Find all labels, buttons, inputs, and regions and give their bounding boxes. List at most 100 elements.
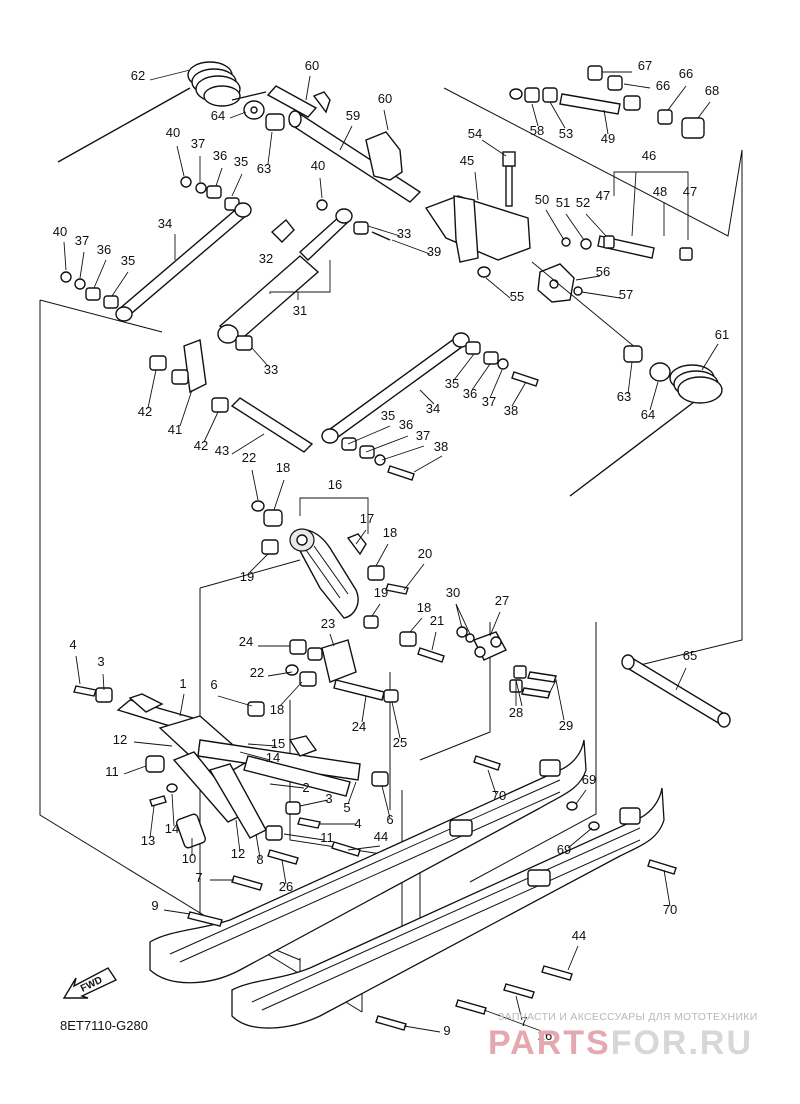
callout-c33b: 33: [264, 362, 278, 377]
callout-c34a: 34: [158, 216, 172, 231]
callout-c21: 21: [430, 613, 444, 628]
torsion-spring-61: [569, 345, 723, 497]
right-slide-rail: [231, 787, 665, 1029]
callout-c36a: 36: [213, 148, 227, 163]
upper-right-shaft-49: [509, 65, 705, 261]
callout-c1: 1: [179, 676, 186, 691]
callout-c9b: 9: [443, 1023, 450, 1038]
callout-c59: 59: [346, 108, 360, 123]
callout-c28: 28: [509, 705, 523, 720]
callout-c37c: 37: [482, 394, 496, 409]
callout-c23: 23: [321, 616, 335, 631]
callout-c44a: 44: [374, 829, 388, 844]
callout-c55: 55: [510, 289, 524, 304]
callout-c48: 48: [653, 184, 667, 199]
callout-c22a: 22: [242, 450, 256, 465]
callout-c57: 57: [619, 287, 633, 302]
callout-c62: 62: [131, 68, 145, 83]
callout-c45: 45: [460, 153, 474, 168]
callout-c26a: 26: [279, 879, 293, 894]
callout-c12b: 12: [231, 846, 245, 861]
callout-c52: 52: [576, 195, 590, 210]
callout-c32: 32: [259, 251, 273, 266]
callout-c24a: 24: [239, 634, 253, 649]
callout-c9a: 9: [151, 898, 158, 913]
callout-c36b: 36: [97, 242, 111, 257]
callout-c35a: 35: [234, 154, 248, 169]
callout-c25: 25: [393, 735, 407, 750]
callout-c70b: 70: [663, 902, 677, 917]
callout-c24b: 24: [352, 719, 366, 734]
link-rod-34-upper: [60, 202, 252, 322]
callout-c18b: 18: [383, 525, 397, 540]
callout-c44b: 44: [572, 928, 586, 943]
callout-c53: 53: [559, 126, 573, 141]
fwd-arrow-icon: FWD: [62, 967, 118, 999]
callout-c69b: 69: [557, 842, 571, 857]
callout-c63a: 63: [257, 161, 271, 176]
callout-c38a: 38: [504, 403, 518, 418]
callout-c18d: 18: [270, 702, 284, 717]
callout-c65: 65: [683, 648, 697, 663]
callout-c6b: 6: [386, 812, 393, 827]
callout-c4b: 4: [354, 816, 361, 831]
callout-c11b: 11: [320, 830, 334, 845]
callout-c30: 30: [446, 585, 460, 600]
shock-absorber-16: [251, 500, 445, 663]
callout-c3a: 3: [97, 654, 104, 669]
leader-lines: [63, 69, 719, 1033]
callout-c38b: 38: [434, 439, 448, 454]
shaft-65: [621, 654, 731, 728]
upper-shaft-59: [266, 85, 422, 203]
watermark-logo: PARTSFOR.RU: [488, 1024, 753, 1063]
callout-c39: 39: [427, 244, 441, 259]
callout-c22b: 22: [250, 665, 264, 680]
callout-c27: 27: [495, 593, 509, 608]
left-slide-rail: [149, 739, 587, 984]
callout-c8: 8: [256, 852, 263, 867]
pivot-bracket-45: [424, 151, 637, 349]
callout-c14a: 14: [266, 750, 280, 765]
callout-c42a: 42: [138, 404, 152, 419]
callout-c37a: 37: [191, 136, 205, 151]
callout-c47b: 47: [683, 184, 697, 199]
callout-c66b: 66: [679, 66, 693, 81]
callout-c14b: 14: [165, 821, 179, 836]
pivot-plate-23: [247, 639, 399, 717]
callout-c7a: 7: [195, 870, 202, 885]
callout-c40c: 40: [53, 224, 67, 239]
callout-c66a: 66: [656, 78, 670, 93]
callout-c16: 16: [328, 477, 342, 492]
callout-c54: 54: [468, 126, 482, 141]
callout-c19a: 19: [240, 569, 254, 584]
callout-c35b: 35: [121, 253, 135, 268]
callout-c12a: 12: [113, 732, 127, 747]
callout-c35c: 35: [445, 376, 459, 391]
callout-c58: 58: [530, 123, 544, 138]
callout-c36d: 36: [399, 417, 413, 432]
torsion-spring-62: [57, 61, 267, 163]
callout-c3b: 3: [325, 791, 332, 806]
callout-c18c: 18: [417, 600, 431, 615]
callout-c19b: 19: [374, 585, 388, 600]
link-bracket-41: [149, 332, 539, 481]
callout-c37d: 37: [416, 428, 430, 443]
diagram-reference-code: 8ET7110-G280: [60, 1018, 148, 1033]
callout-c35d: 35: [381, 408, 395, 423]
front-arm-assembly-1: [73, 685, 389, 849]
callout-c7b: 7: [520, 1014, 527, 1029]
callout-c51: 51: [556, 195, 570, 210]
callout-c31: 31: [293, 303, 307, 318]
callout-c34b: 34: [426, 401, 440, 416]
watermark-logo-left: PARTS: [488, 1024, 611, 1062]
callout-c50: 50: [535, 192, 549, 207]
callout-c37b: 37: [75, 233, 89, 248]
callout-c56: 56: [596, 264, 610, 279]
callout-c2: 2: [302, 780, 309, 795]
callout-c36c: 36: [463, 386, 477, 401]
callout-c47a: 47: [596, 188, 610, 203]
callout-c64a: 64: [211, 108, 225, 123]
callout-c43: 43: [215, 443, 229, 458]
